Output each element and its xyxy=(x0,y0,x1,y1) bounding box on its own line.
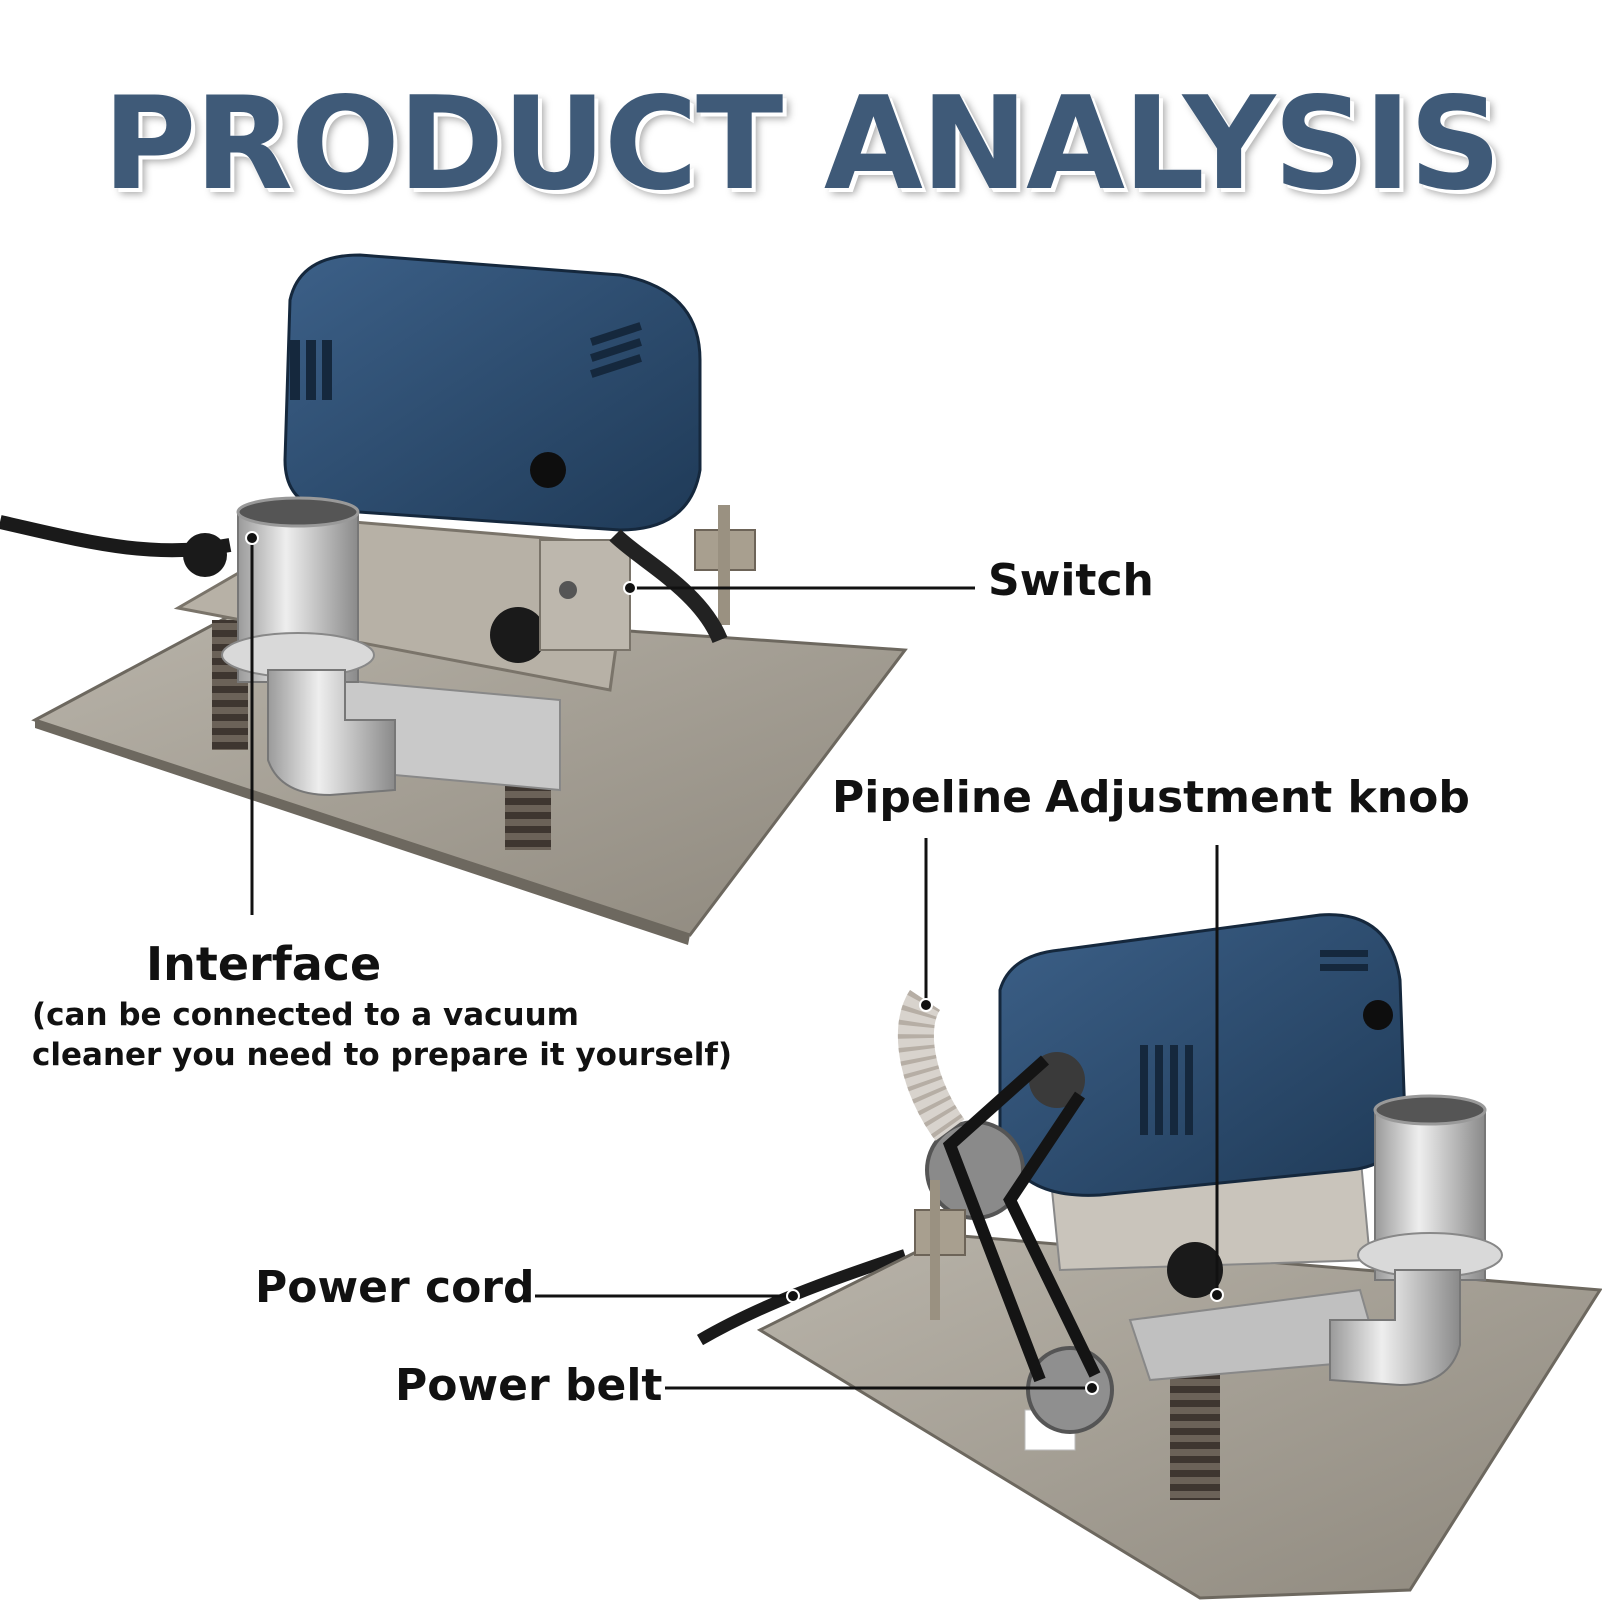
knob-icon xyxy=(183,533,227,577)
interface-label: Interface xyxy=(146,937,382,991)
adjustment-knob-icon xyxy=(1167,1242,1223,1298)
motor-housing-top xyxy=(283,253,702,532)
interface-note-line-2: cleaner you need to prepare it yourself) xyxy=(32,1037,733,1073)
adjustment-knob-label: Adjustment knob xyxy=(1045,772,1470,823)
machine-bottom-right xyxy=(696,913,1602,1600)
switch-label: Switch xyxy=(988,555,1154,606)
power-belt xyxy=(942,1055,1050,1383)
page-title: PRODUCT ANALYSIS xyxy=(102,70,1502,219)
callout-lines xyxy=(245,531,1224,1395)
machine-top-left xyxy=(0,253,908,945)
knob-icon xyxy=(490,607,546,663)
power-belt-label: Power belt xyxy=(395,1360,663,1411)
pipeline-label: Pipeline xyxy=(832,772,1032,823)
interface-note-line-1: (can be connected to a vacuum xyxy=(32,997,579,1033)
power-cord-label: Power cord xyxy=(255,1262,535,1313)
pulley-icon xyxy=(1026,1346,1114,1434)
interface-note: (can be connected to a vacuum cleaner yo… xyxy=(32,995,732,1075)
switch-icon xyxy=(559,581,577,599)
